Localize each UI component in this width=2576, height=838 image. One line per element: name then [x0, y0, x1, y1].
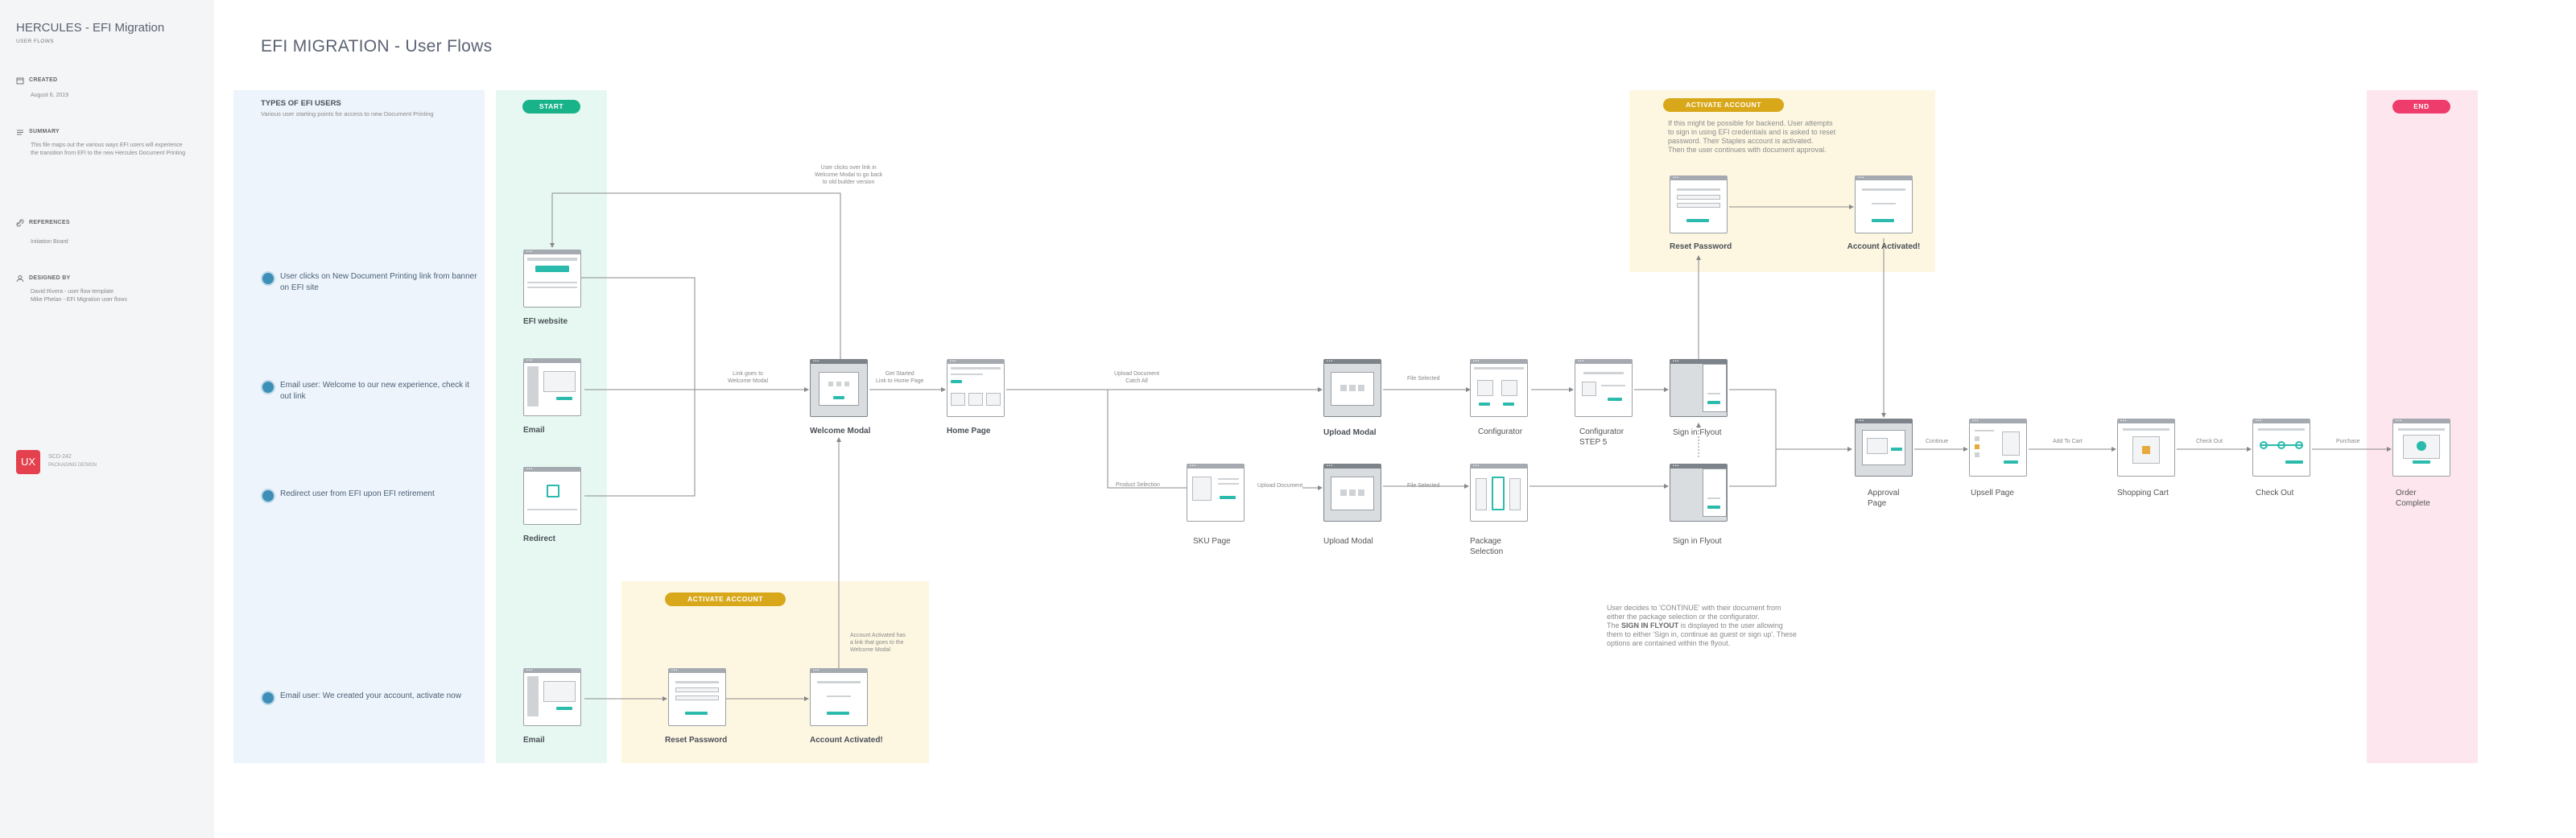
edge-check-out: Check Out [2196, 439, 2223, 444]
welcome-modal-label: Welcome Modal [810, 427, 871, 436]
efi-website-screen[interactable]: ••• [523, 250, 581, 308]
ux-badge: UX [16, 450, 40, 474]
person-icon [261, 380, 275, 394]
summary-text: This file maps out the various ways EFI … [31, 142, 186, 156]
email-screen[interactable]: ••• [523, 358, 581, 416]
person-icon [261, 691, 275, 705]
references-value[interactable]: Initiation Board [31, 239, 68, 245]
project-title: HERCULES - EFI Migration [16, 21, 165, 35]
link-icon [16, 219, 24, 227]
email-bottom-screen[interactable]: ••• [523, 668, 581, 726]
sign-in-flyout-top-screen[interactable]: ••• [1670, 359, 1728, 417]
upload-modal-bottom-screen[interactable]: ••• [1323, 464, 1381, 522]
project-subtitle: USER FLOWS [16, 39, 54, 44]
edge-file-selected-bottom: File Selected [1407, 483, 1440, 489]
sku-page-label: SKU Page [1193, 537, 1231, 546]
person-icon [261, 271, 275, 286]
shopping-cart-screen[interactable]: ••• [2117, 419, 2175, 477]
calendar-icon [16, 77, 24, 85]
sign-in-flyout-top-label: Sign in Flyout [1673, 428, 1722, 437]
upsell-page-label: Upsell Page [1971, 489, 2014, 497]
welcome-modal-screen[interactable]: ••• [810, 359, 868, 417]
types-title: TYPES OF EFI USERS [261, 99, 341, 108]
upsell-page-screen[interactable]: ••• [1969, 419, 2027, 477]
reset-password-bottom-screen[interactable]: ••• [668, 668, 726, 726]
sku-page-screen[interactable]: ••• [1187, 464, 1245, 522]
shopping-cart-label: Shopping Cart [2117, 489, 2169, 497]
reset-password-bottom-label: Reset Password [665, 736, 728, 745]
edge-product-selection: Product Selection [1116, 482, 1160, 488]
created-value: August 6, 2019 [31, 93, 69, 98]
designer-1: David Rivera - user flow template [31, 289, 114, 295]
edge-purchase: Purchase [2336, 439, 2360, 444]
upload-modal-top-screen[interactable]: ••• [1323, 359, 1381, 417]
email-bottom-label: Email [523, 736, 545, 745]
account-activated-top-screen[interactable]: ••• [1855, 175, 1913, 233]
upload-modal-bottom-label: Upload Modal [1323, 537, 1373, 546]
account-activated-top-label: Account Activated! [1847, 242, 1921, 251]
list-icon [17, 130, 23, 135]
upload-modal-top-label: Upload Modal [1323, 428, 1377, 437]
end-pill: END [2392, 100, 2450, 114]
configurator-label: Configurator [1478, 427, 1523, 436]
person-icon [261, 489, 275, 503]
page-title: EFI MIGRATION - User Flows [261, 37, 493, 56]
edge-continue: Continue [1926, 439, 1949, 444]
email-label: Email [523, 426, 545, 435]
account-activated-bottom-screen[interactable]: ••• [810, 668, 868, 726]
types-subtitle: Various user starting points for access … [261, 110, 434, 118]
sign-in-flyout-bottom-screen[interactable]: ••• [1670, 464, 1728, 522]
check-out-screen[interactable]: ••• [2252, 419, 2310, 477]
continue-note: User decides to 'CONTINUE' with their do… [1607, 604, 1797, 647]
activate-note: If this might be possible for backend. U… [1668, 119, 1836, 154]
efi-website-label: EFI website [523, 317, 568, 326]
edge-upload-document: Upload Document [1257, 483, 1303, 489]
reset-password-top-label: Reset Password [1670, 242, 1732, 251]
redirect-screen[interactable]: ••• [523, 467, 581, 525]
designer-2: Mike Phelan - EFI Migration user flows [31, 297, 127, 303]
home-page-label: Home Page [947, 427, 991, 436]
activate-pill-top: ACTIVATE ACCOUNT [1663, 98, 1784, 112]
check-out-label: Check Out [2256, 489, 2294, 497]
approval-page-screen[interactable]: ••• [1855, 419, 1913, 477]
activate-pill-bottom: ACTIVATE ACCOUNT [665, 592, 786, 606]
home-page-screen[interactable]: ••• [947, 359, 1005, 417]
flow-connectors [550, 192, 2392, 701]
start-band [496, 90, 607, 763]
package-selection-screen[interactable]: ••• [1470, 464, 1528, 522]
redirect-label: Redirect [523, 535, 556, 543]
order-complete-screen[interactable]: ••• [2392, 419, 2450, 477]
edge-file-selected-top: File Selected [1407, 376, 1440, 382]
edge-add-to-cart: Add To Cart [2053, 439, 2083, 444]
account-activated-bottom-label: Account Activated! [810, 736, 883, 745]
info-sidebar: HERCULES - EFI Migration USER FLOWS CREA… [0, 0, 214, 838]
flow-canvas: EFI MIGRATION - User Flows TYPES OF EFI … [214, 0, 2576, 838]
user-types-band [233, 90, 485, 763]
start-pill: START [522, 100, 580, 114]
configurator-step5-screen[interactable]: ••• [1575, 359, 1633, 417]
sign-in-flyout-bottom-label: Sign in Flyout [1673, 537, 1722, 546]
configurator-screen[interactable]: ••• [1470, 359, 1528, 417]
reset-password-top-screen[interactable]: ••• [1670, 175, 1728, 233]
user-icon [16, 275, 24, 283]
